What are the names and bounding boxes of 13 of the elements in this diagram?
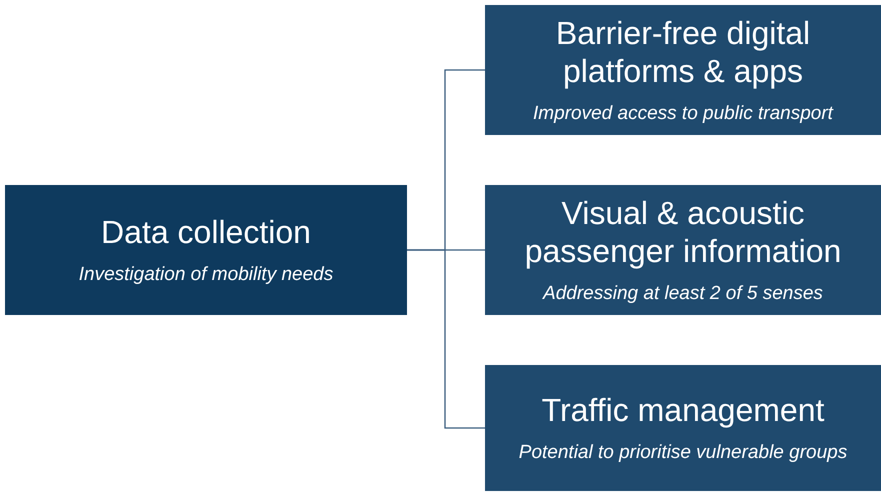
process-box bbox=[485, 365, 881, 491]
process-box bbox=[485, 5, 881, 135]
box-subtitle: Addressing at least 2 of 5 senses bbox=[543, 282, 823, 306]
process-box bbox=[5, 185, 407, 315]
box-subtitle: Improved access to public transport bbox=[533, 102, 833, 126]
box-title: Data collection bbox=[101, 213, 311, 251]
box-subtitle: Investigation of mobility needs bbox=[78, 263, 334, 287]
box-subtitle: Potential to prioritise vulnerable groups bbox=[518, 441, 848, 465]
process-box bbox=[485, 185, 881, 315]
box-title: Visual & acoustic passenger information bbox=[524, 194, 842, 270]
box-title: Barrier-free digital platforms & apps bbox=[554, 14, 812, 90]
box-title: Traffic management bbox=[542, 391, 824, 429]
connector-line bbox=[407, 249, 485, 429]
